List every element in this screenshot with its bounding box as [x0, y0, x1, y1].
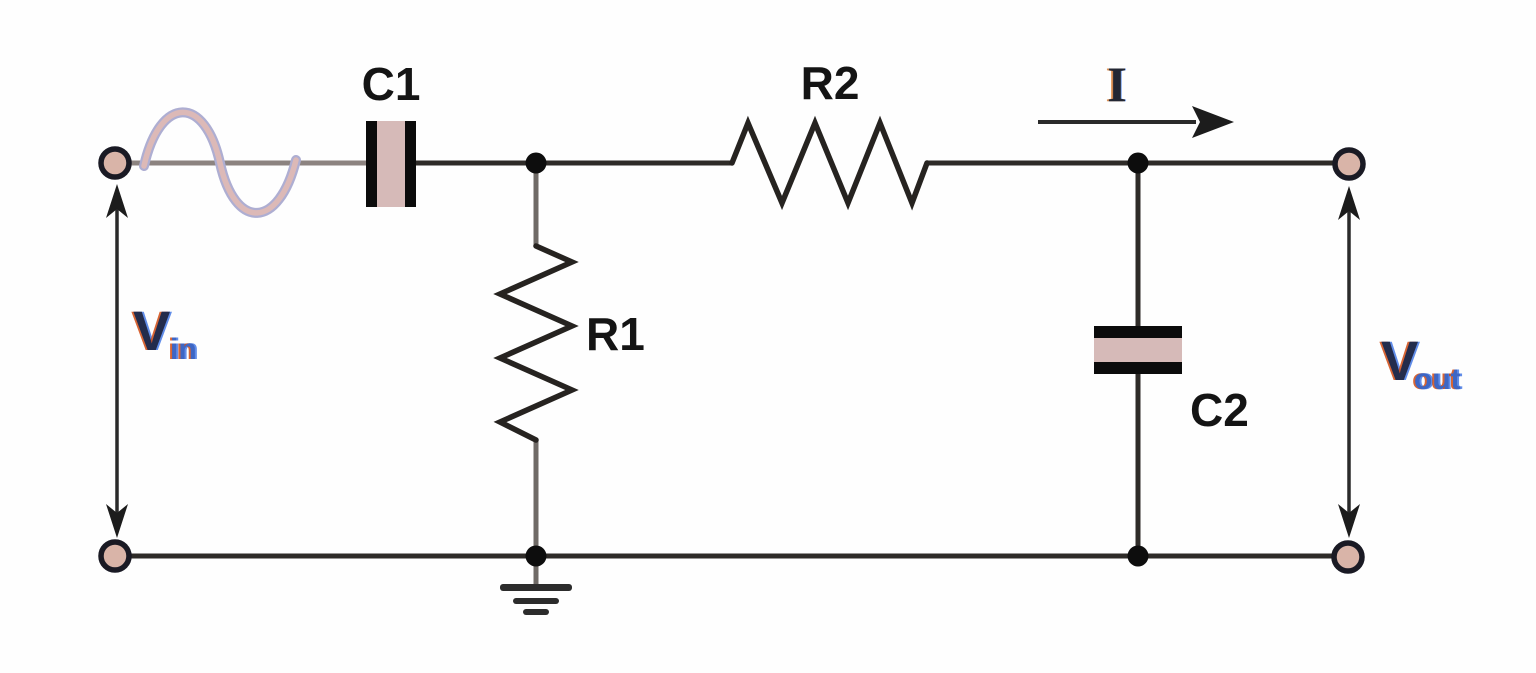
resistor-r1-symbol	[493, 243, 579, 443]
current-label: I	[1107, 56, 1126, 112]
vin-arrowhead-down	[106, 504, 128, 538]
c2-bottom-plate	[1094, 362, 1182, 374]
c2-top-plate	[1094, 326, 1182, 338]
c1-right-plate	[405, 121, 416, 207]
resistor-r2-symbol	[729, 115, 930, 211]
sine-wave	[139, 107, 301, 218]
node-bottom-left	[525, 545, 547, 567]
input-terminal-top	[98, 146, 132, 180]
vout-arrow	[1338, 186, 1360, 538]
junction-nodes	[525, 152, 1149, 567]
c1-label: C1	[362, 58, 421, 110]
vout-label-main: V	[1381, 329, 1418, 392]
current-arrow	[1038, 106, 1234, 138]
vin-arrow	[106, 184, 128, 538]
capacitor-c1-symbol	[366, 121, 416, 207]
ground-bar-3	[523, 609, 549, 615]
node-top-right	[1127, 152, 1149, 174]
vin-arrowhead-up	[106, 184, 128, 218]
output-terminal-bottom	[1331, 540, 1365, 574]
node-top-left	[525, 152, 547, 174]
vout-arrowhead-down	[1338, 504, 1360, 538]
ground-bar-1	[500, 584, 572, 591]
vout-arrowhead-up	[1338, 186, 1360, 220]
terminals	[98, 146, 1366, 574]
c1-dielectric	[377, 121, 405, 207]
vout-label-sub: out	[1414, 363, 1461, 396]
c1-left-plate	[366, 121, 377, 207]
capacitor-c2-symbol	[1094, 326, 1182, 374]
vin-label-sub: in	[170, 333, 197, 366]
output-terminal-top	[1332, 147, 1366, 181]
node-bottom-right	[1127, 545, 1149, 567]
r2-label: R2	[801, 57, 860, 109]
input-terminal-bottom	[98, 539, 132, 573]
c2-label: C2	[1190, 384, 1249, 436]
c2-dielectric	[1094, 338, 1182, 362]
ground-bar-2	[513, 598, 559, 604]
r1-label: R1	[586, 308, 645, 360]
vout-label: V out	[1381, 329, 1461, 396]
vin-label-main: V	[133, 299, 170, 362]
sine-wave-core	[141, 109, 299, 216]
vin-label: V in	[133, 299, 197, 366]
current-arrowhead	[1192, 106, 1234, 138]
